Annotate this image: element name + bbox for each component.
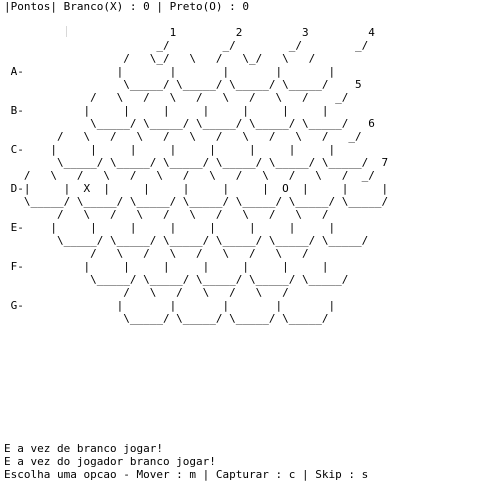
- hex-board: 1 2 3 4 _/ _/ _/ _/ / \_/ \ / \_/ \ / A-…: [10, 26, 389, 325]
- score-line: |Pontos| Branco(X) : 0 | Preto(O) : 0: [4, 0, 250, 13]
- options-prompt[interactable]: Escolha uma opcao - Mover : m | Capturar…: [4, 468, 369, 481]
- turn-message: E a vez de branco jogar!: [4, 442, 163, 455]
- text-cursor: [66, 26, 67, 37]
- player-turn-message: E a vez do jogador branco jogar!: [4, 455, 216, 468]
